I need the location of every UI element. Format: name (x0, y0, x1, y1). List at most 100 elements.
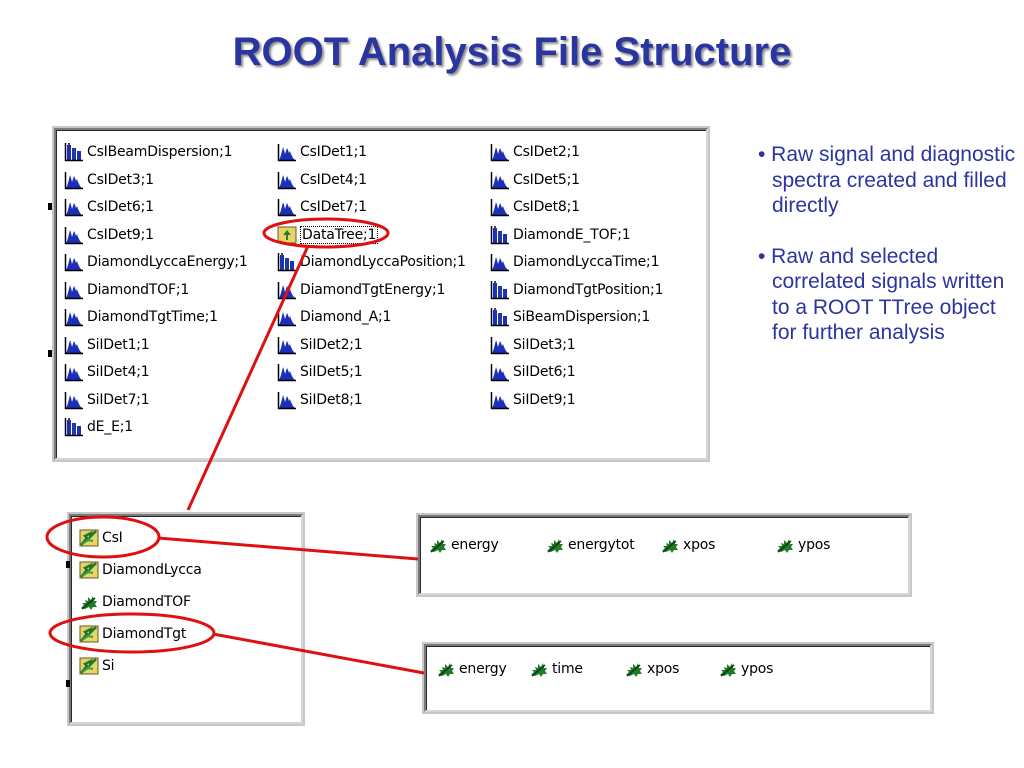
list-item[interactable]: CsIDet3;1 (64, 169, 154, 191)
list-item[interactable]: DiamondTgtPosition;1 (490, 279, 663, 301)
histogram-1d-icon (490, 197, 510, 217)
histogram-1d-icon (490, 335, 510, 355)
leaf-item-label: time (552, 661, 583, 677)
list-item[interactable]: SiIDet7;1 (64, 389, 150, 411)
list-item-label: dE_E;1 (87, 419, 134, 435)
list-item[interactable]: CsIDet2;1 (490, 141, 580, 163)
list-item-label: CsIDet4;1 (300, 171, 367, 188)
histogram-1d-icon (490, 362, 510, 382)
list-item[interactable]: DiamondLyccaEnergy;1 (64, 251, 248, 273)
list-item[interactable]: CsIDet6;1 (64, 196, 154, 218)
branch-item-csi[interactable]: CsI (79, 527, 123, 549)
slide-title: ROOT Analysis File Structure (232, 30, 792, 74)
leaf-item-label: energy (459, 661, 507, 677)
branch-item-diamondlycca[interactable]: DiamondLycca (79, 559, 202, 581)
window-edge-tick (66, 561, 70, 568)
list-item-label: CsIDet3;1 (87, 171, 154, 188)
leaf-item[interactable]: energytot (545, 534, 635, 556)
list-item-label: SiIDet5;1 (300, 364, 363, 380)
list-item[interactable]: CsIDet4;1 (277, 169, 367, 191)
list-item-label: DiamondTgtEnergy;1 (300, 281, 446, 298)
list-item-label: DiamondE_TOF;1 (513, 226, 631, 243)
leaf-item[interactable]: ypos (775, 534, 830, 556)
leaf-item[interactable]: ypos (718, 658, 773, 680)
window-edge-tick (66, 680, 70, 687)
leaf-item[interactable]: time (529, 658, 583, 680)
list-item[interactable]: SiIDet4;1 (64, 361, 150, 383)
branch-item-label: DiamondLycca (102, 562, 202, 578)
leaf-item-label: xpos (647, 661, 680, 677)
histogram-1d-icon (277, 390, 297, 410)
leaf-item-label: ypos (798, 537, 831, 553)
branch-item-diamondtgt[interactable]: DiamondTgt (79, 623, 186, 645)
tree-icon (277, 225, 297, 245)
histogram-2d-icon (64, 417, 84, 437)
branch-folder-icon (79, 528, 99, 548)
list-item-label: DiamondTgtTime;1 (87, 309, 218, 325)
leaf-item[interactable]: xpos (660, 534, 715, 556)
list-item[interactable]: SiIDet5;1 (277, 361, 363, 383)
histogram-1d-icon (64, 390, 84, 410)
histogram-1d-icon (277, 197, 297, 217)
histogram-1d-icon (277, 335, 297, 355)
leaf-item-label: energytot (568, 537, 635, 553)
list-item-label: CsIDet2;1 (513, 144, 580, 160)
list-item[interactable]: CsIDet1;1 (277, 141, 367, 163)
histogram-1d-icon (64, 225, 84, 245)
leaf-item[interactable]: energy (428, 534, 499, 556)
list-item[interactable]: CsIDet7;1 (277, 196, 367, 218)
list-item[interactable]: SiBeamDispersion;1 (490, 306, 650, 328)
list-item-label: SiIDet8;1 (300, 391, 363, 408)
list-item-label: CsIDet7;1 (300, 199, 367, 215)
histogram-2d-icon (490, 225, 510, 245)
list-item[interactable]: CsIDet8;1 (490, 196, 580, 218)
list-item[interactable]: SiIDet9;1 (490, 389, 576, 411)
list-item-label: CsIDet1;1 (300, 144, 367, 160)
list-item[interactable]: dE_E;1 (64, 416, 133, 438)
list-item[interactable]: SiIDet2;1 (277, 334, 363, 356)
list-item-label: DiamondLyccaTime;1 (513, 254, 660, 270)
list-item[interactable]: Diamond_A;1 (277, 306, 391, 328)
list-item[interactable]: DiamondTgtEnergy;1 (277, 279, 445, 301)
list-item-label: SiIDet9;1 (513, 391, 576, 408)
tree-branch-browser-panel[interactable]: CsI DiamondLycca DiamondTOF DiamondTgt S… (69, 514, 303, 724)
list-item-label: SiBeamDispersion;1 (513, 309, 651, 325)
window-edge-tick (48, 203, 52, 210)
list-item-label: DiamondTOF;1 (87, 281, 190, 298)
list-item[interactable]: DiamondTOF;1 (64, 279, 189, 301)
histogram-2d-icon (490, 307, 510, 327)
leaf-item-label: energy (451, 537, 499, 553)
branch-folder-icon (79, 656, 99, 676)
leaf-item[interactable]: energy (436, 658, 507, 680)
list-item[interactable]: DiamondTgtTime;1 (64, 306, 218, 328)
list-item[interactable]: CsIBeamDispersion;1 (64, 141, 233, 163)
diamondtgt-leaves-panel[interactable]: energy time xpos ypos (424, 644, 932, 712)
branch-folder-icon (79, 560, 99, 580)
list-item[interactable]: DiamondLyccaTime;1 (490, 251, 659, 273)
root-file-browser-panel[interactable]: CsIBeamDispersion;1 CsIDet3;1 CsIDet6;1 … (54, 128, 708, 460)
window-edge-tick (48, 350, 52, 357)
leaf-item-label: xpos (683, 537, 716, 553)
list-item-label: CsIDet5;1 (513, 171, 580, 188)
histogram-1d-icon (277, 362, 297, 382)
leaf-icon (79, 592, 99, 612)
list-item[interactable]: SiIDet8;1 (277, 389, 363, 411)
list-item[interactable]: DiamondLyccaPosition;1 (277, 251, 466, 273)
leaf-item[interactable]: xpos (624, 658, 679, 680)
histogram-1d-icon (64, 280, 84, 300)
csi-leaves-panel[interactable]: energy energytot xpos ypos (418, 515, 910, 595)
list-item-label: SiIDet3;1 (513, 336, 576, 353)
list-item[interactable]: CsIDet5;1 (490, 169, 580, 191)
branch-item-si[interactable]: Si (79, 655, 115, 677)
branch-item-diamondtof[interactable]: DiamondTOF (79, 591, 191, 613)
list-item[interactable]: CsIDet9;1 (64, 224, 154, 246)
list-item-label: Diamond_A;1 (300, 309, 392, 325)
list-item[interactable]: SiIDet1;1 (64, 334, 150, 356)
list-item-datatree[interactable]: DataTree;1 (277, 224, 379, 246)
list-item-label: CsIBeamDispersion;1 (87, 144, 233, 160)
histogram-1d-icon (64, 252, 84, 272)
list-item[interactable]: SiIDet6;1 (490, 361, 576, 383)
list-item[interactable]: DiamondE_TOF;1 (490, 224, 631, 246)
histogram-1d-icon (64, 307, 84, 327)
list-item[interactable]: SiIDet3;1 (490, 334, 576, 356)
